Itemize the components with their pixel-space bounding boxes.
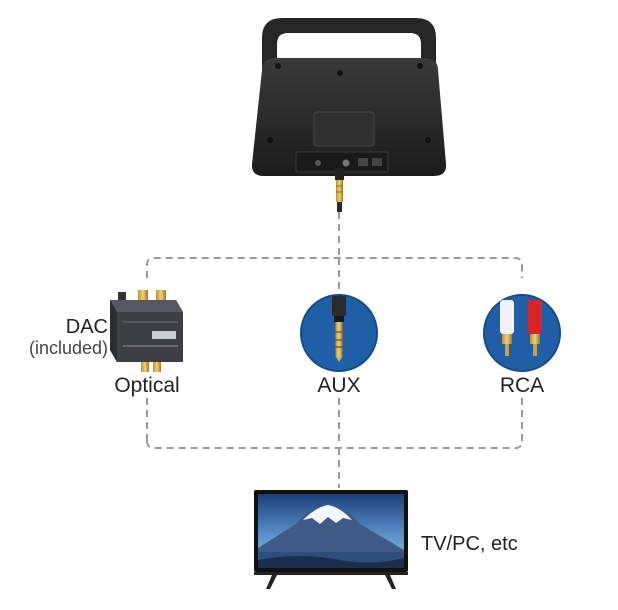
dac-included-note: (included) [28, 338, 108, 358]
tv-icon [254, 490, 408, 589]
aux-cable-icon [300, 294, 378, 372]
dac-converter-icon [110, 290, 183, 372]
speaker-icon [251, 18, 447, 212]
tv-pc-label: TV/PC, etc [421, 533, 518, 555]
aux-label: AUX [317, 374, 361, 397]
dac-label: DAC [65, 316, 108, 338]
optical-label: Optical [114, 374, 180, 397]
rca-label: RCA [499, 374, 545, 397]
dashed-connection-lines [146, 212, 523, 488]
rca-cable-icon [483, 294, 561, 372]
